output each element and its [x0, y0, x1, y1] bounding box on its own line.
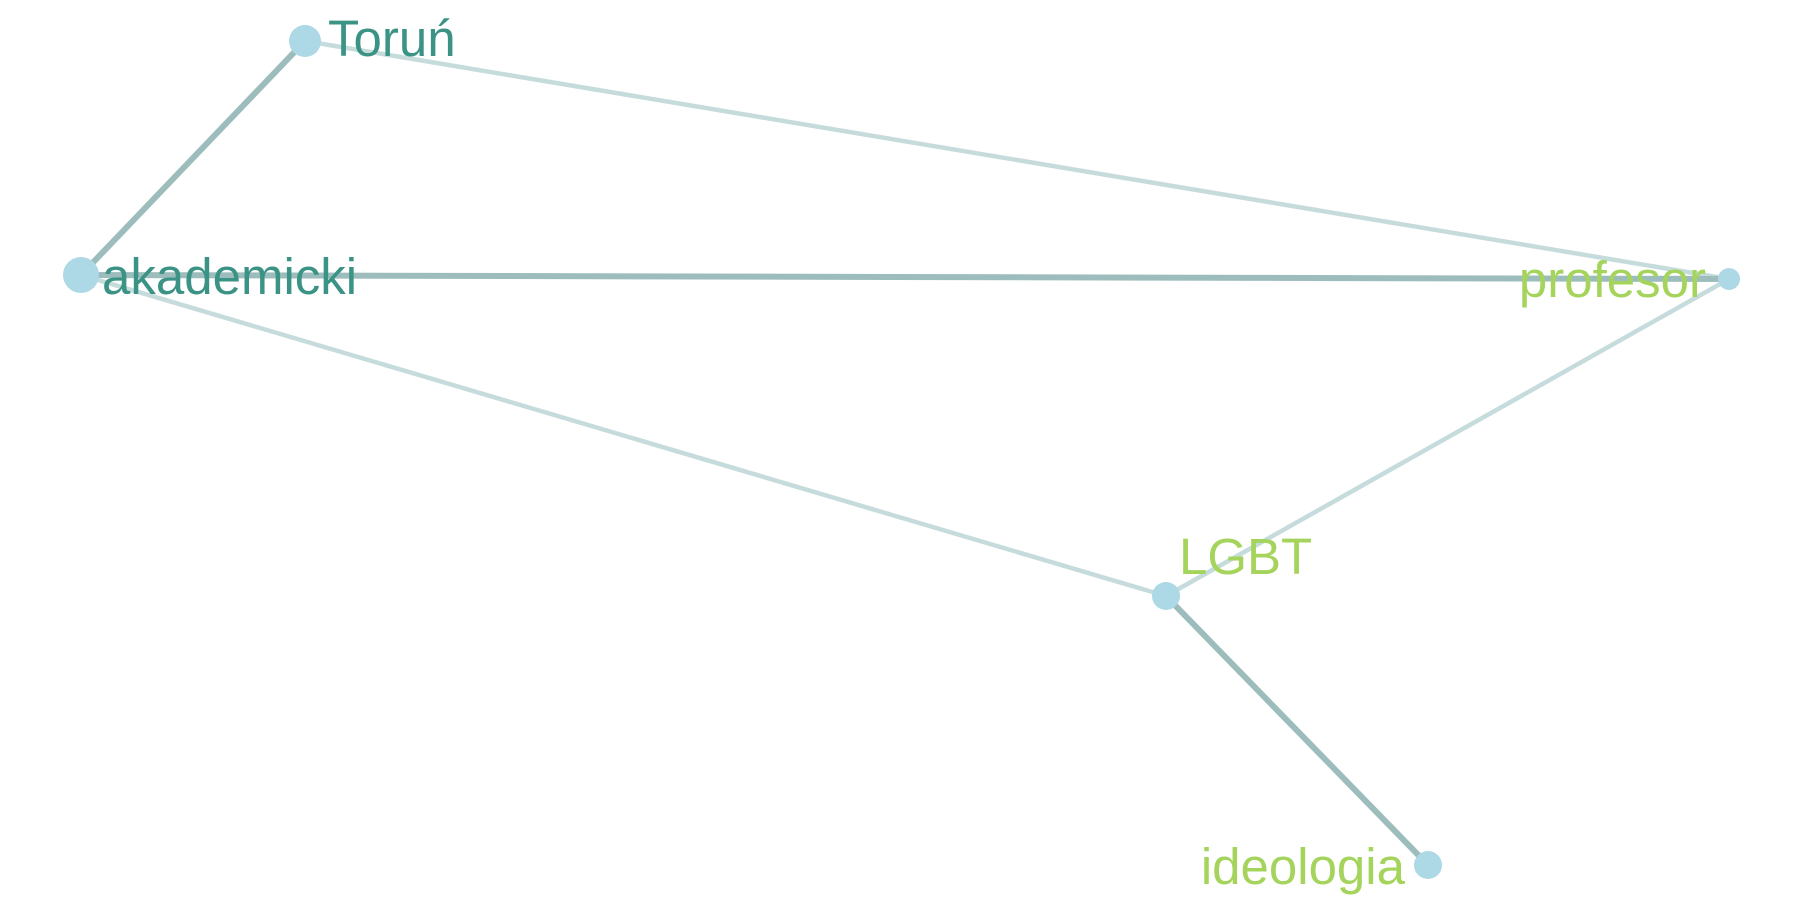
edge-profesor-lgbt — [1163, 276, 1732, 599]
node-label-profesor: profesor — [1519, 251, 1706, 308]
edge-lgbt-ideologia — [1163, 593, 1431, 868]
node-label-torun: Toruń — [328, 10, 456, 67]
node-lgbt[interactable] — [1152, 582, 1180, 610]
edge-torun-akademicki — [78, 38, 308, 278]
node-akademicki[interactable] — [63, 257, 99, 293]
node-profesor[interactable] — [1718, 268, 1740, 290]
edge-torun-profesor — [302, 38, 1732, 282]
edge-akademicki-profesor — [78, 272, 1732, 282]
node-torun[interactable] — [289, 25, 321, 57]
edges-layer — [78, 38, 1732, 868]
node-label-akademicki: akademicki — [102, 248, 357, 305]
node-label-ideologia: ideologia — [1201, 838, 1406, 895]
node-label-lgbt: LGBT — [1179, 528, 1312, 585]
nodes-layer — [63, 25, 1740, 879]
edge-akademicki-lgbt — [78, 272, 1169, 599]
node-ideologia[interactable] — [1414, 851, 1442, 879]
